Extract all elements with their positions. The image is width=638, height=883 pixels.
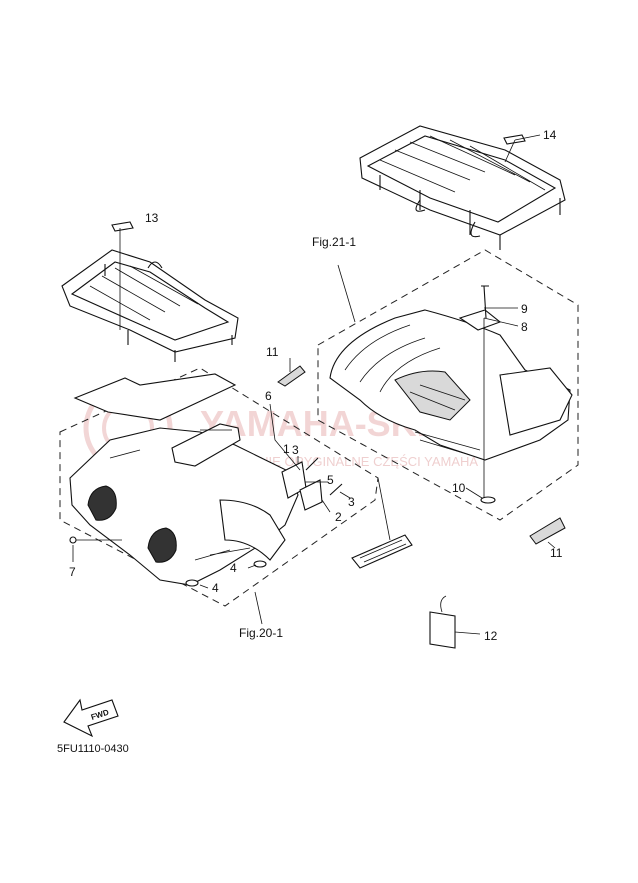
- callout-1: 1: [283, 442, 290, 456]
- front-carrier: [61, 249, 239, 362]
- callout-4b: 4: [212, 581, 219, 595]
- callout-11b: 11: [550, 546, 563, 560]
- callout-4a: 4: [230, 561, 237, 575]
- callout-12: 12: [484, 629, 498, 643]
- callout-7: 7: [69, 565, 76, 579]
- rear-fender: [329, 309, 573, 461]
- front-cover-plate: [73, 373, 237, 421]
- rear-fender-boundary: [317, 249, 579, 521]
- front-fender: [69, 423, 299, 586]
- fwd-arrow-icon: FWD: [63, 698, 119, 738]
- leader-lines: [72, 134, 556, 635]
- front-fender-boundary: [59, 367, 379, 607]
- callout-8: 8: [521, 320, 528, 334]
- step-plate: [351, 534, 413, 569]
- callout-10: 10: [452, 481, 466, 495]
- callout-2: 2: [335, 510, 342, 524]
- callouts: 1 2 3 3 4 4 5 6 7 8 9 10 11 11 12 13 14: [69, 128, 563, 643]
- emblem-left: [277, 365, 306, 387]
- emblem-right: [529, 517, 566, 545]
- diagram-code: 5FU1110-0430: [57, 743, 129, 755]
- warning-tag: [429, 611, 456, 649]
- callout-5: 5: [327, 473, 334, 487]
- callout-13: 13: [145, 211, 159, 225]
- callout-3a: 3: [292, 443, 299, 457]
- fig-label-front: Fig.20-1: [239, 626, 283, 640]
- fig-label-rear: Fig.21-1: [312, 235, 356, 249]
- callout-14: 14: [543, 128, 557, 142]
- callout-9: 9: [521, 302, 528, 316]
- small-parts: [69, 134, 566, 649]
- callout-3b: 3: [348, 495, 355, 509]
- callout-11a: 11: [266, 345, 279, 359]
- rear-carrier: [359, 125, 566, 250]
- callout-6: 6: [265, 389, 272, 403]
